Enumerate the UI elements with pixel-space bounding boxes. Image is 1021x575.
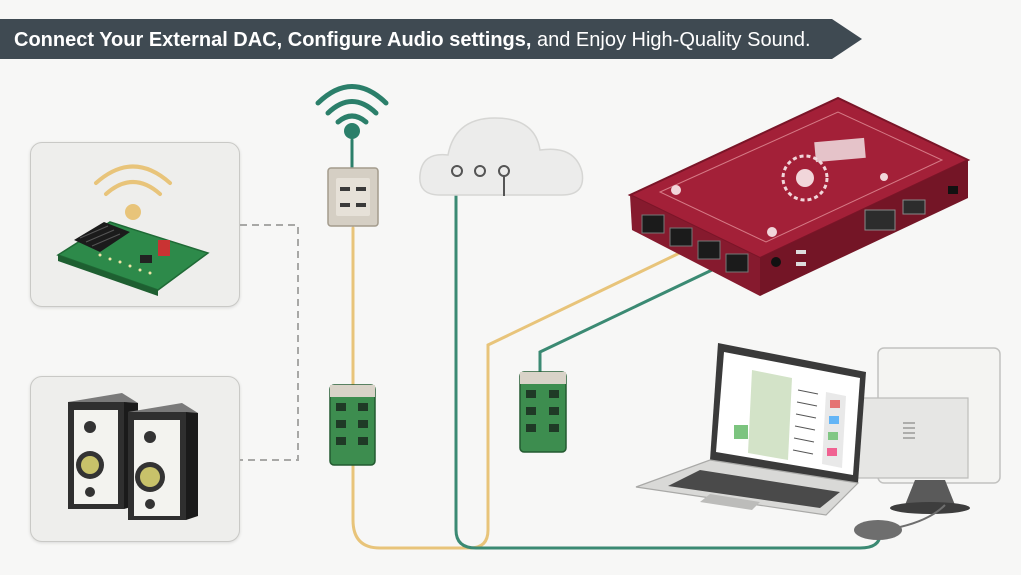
adapter-icon: [329, 384, 376, 466]
banner-title-rest: and Enjoy High-Quality Sound.: [531, 29, 811, 51]
adapter-icon: [519, 371, 567, 453]
title-banner: Connect Your External DAC, Configure Aud…: [0, 19, 862, 59]
banner-title: Connect Your External DAC, Configure Aud…: [14, 27, 811, 53]
monitor-icon: [849, 347, 1001, 514]
cloud-icon: [419, 117, 584, 196]
mouse-icon: [854, 504, 946, 540]
wifi-icon: [315, 84, 389, 170]
green-cable: [454, 170, 882, 550]
laptop-icon: [635, 343, 866, 516]
dac-box-icon: [627, 96, 971, 296]
banner-title-bold: Connect Your External DAC, Configure Aud…: [14, 29, 532, 51]
speakers-icon: [68, 393, 198, 520]
usb-plug-icon: [327, 167, 379, 227]
circuit-board-icon: [56, 164, 210, 296]
dashed-connector: [240, 224, 299, 461]
banner-shape: [0, 19, 862, 59]
